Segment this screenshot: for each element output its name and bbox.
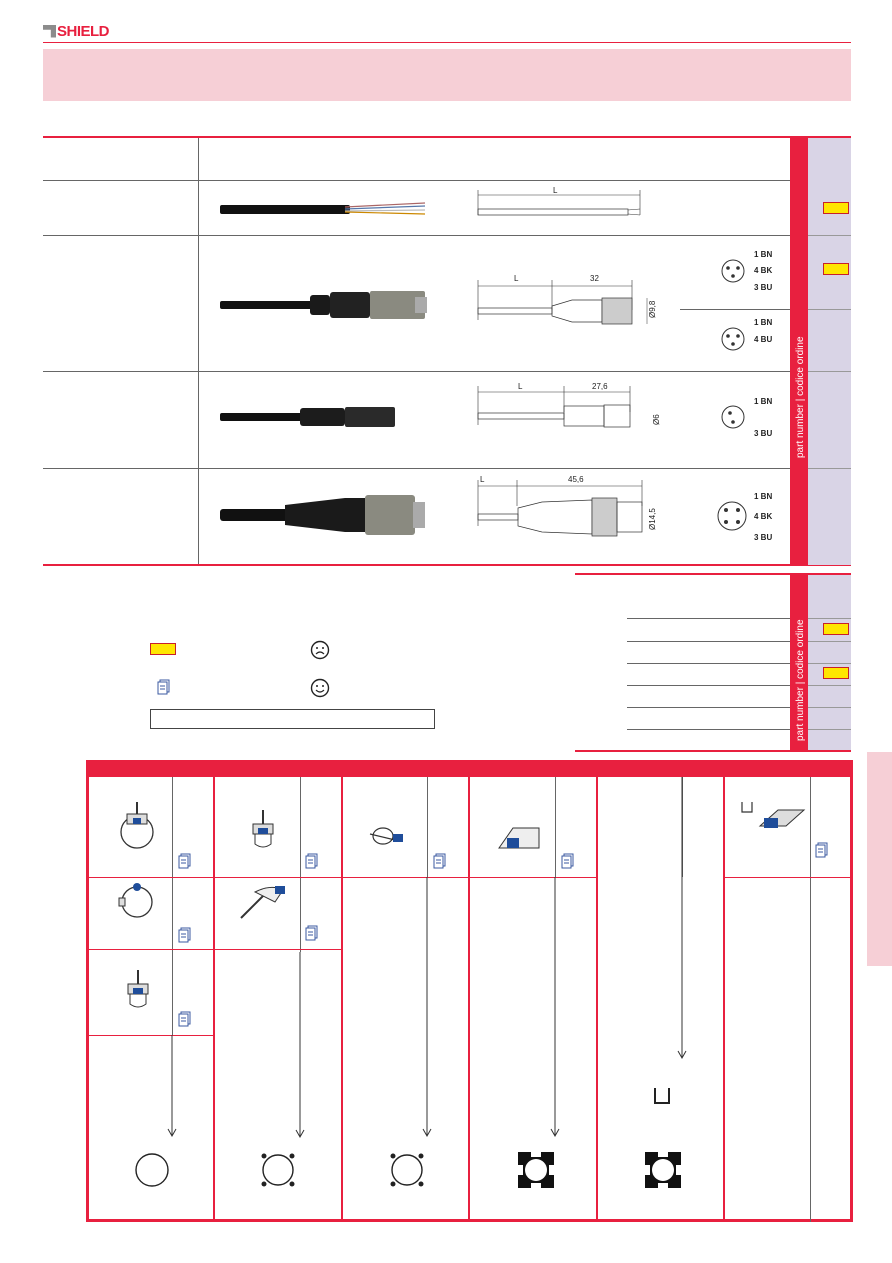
hole-square-flange (518, 1152, 554, 1188)
small-table-top-rule (575, 573, 851, 575)
dim-len-row3: 27,6 (592, 382, 608, 391)
bracket-accessory-3 (498, 827, 540, 849)
table-top-rule (43, 136, 851, 138)
arrow-down-icon (422, 877, 432, 1138)
angle-accessory (240, 886, 285, 919)
document-icon[interactable] (815, 842, 829, 858)
pinout-row4 (717, 501, 747, 531)
dim-len-row4: 45,6 (568, 475, 584, 484)
part-number-bar (790, 138, 808, 565)
arrow-down-icon (167, 1035, 177, 1138)
dim-dia-row2: Ø9,8 (648, 300, 657, 318)
dim-L-row2: L (514, 274, 519, 283)
legend-box (150, 709, 435, 729)
hole-round-two-notch (261, 1153, 295, 1187)
pin-label: 1 BN (754, 318, 773, 327)
accessories-header (86, 760, 853, 777)
pin-label: 3 BU (754, 283, 773, 292)
pinout-row2-b (721, 327, 745, 351)
arrow-down-icon (677, 777, 687, 1060)
pin-label: 1 BN (754, 492, 773, 501)
pin-label: 4 BU (754, 335, 773, 344)
hole-round (135, 1153, 169, 1187)
pin-label: 4 BK (754, 266, 773, 275)
legend-code-marker (150, 643, 176, 655)
sad-face-icon (310, 640, 330, 660)
document-icon[interactable] (178, 853, 192, 869)
logo-text: SHIELD (57, 22, 110, 40)
drawing-row1 (477, 190, 641, 216)
dim-dia-row4: Ø14,5 (648, 508, 657, 530)
drawing-row3 (477, 386, 631, 428)
row-divider-4 (43, 468, 790, 469)
code-marker-2 (823, 263, 849, 275)
drawing-row4 (477, 480, 643, 537)
code-column-2 (808, 575, 851, 750)
code-marker-3 (823, 623, 849, 635)
code-marker-1 (823, 202, 849, 214)
bracket-accessory-2 (369, 827, 403, 845)
dim-L-row4: L (480, 475, 485, 484)
document-icon[interactable] (561, 853, 575, 869)
arrow-down-icon (295, 952, 305, 1139)
rail-profile-icon (654, 1088, 670, 1104)
pin-label: 3 BU (754, 429, 773, 438)
pinout-row3 (721, 405, 745, 429)
pin-label: 4 BK (754, 512, 773, 521)
cable-photo-m8 (220, 291, 427, 319)
arrow-down-icon (550, 877, 560, 1138)
hole-square-flange-2 (645, 1152, 681, 1188)
code-marker-4 (823, 667, 849, 679)
cable-photo-m5 (220, 407, 395, 427)
pin-label: 3 BU (754, 533, 773, 542)
dim-L-row1: L (553, 186, 558, 195)
document-icon[interactable] (178, 927, 192, 943)
shield-logo: SHIELD (43, 22, 110, 40)
logo-mark-icon (43, 24, 56, 38)
dim-L-row3: L (518, 382, 523, 391)
title-band (43, 49, 851, 101)
section-tab (867, 752, 892, 966)
bracket-accessory-4 (127, 970, 149, 1008)
smiley-face-icon (310, 678, 330, 698)
table-col-divider (198, 138, 199, 565)
drawing-row2 (477, 280, 648, 325)
clamp-accessory-1 (120, 802, 154, 849)
rail-accessory (741, 802, 806, 828)
dim-dia-row3: Ø6 (652, 414, 661, 425)
part-number-label-2: part number | codice ordine (795, 619, 806, 741)
document-icon[interactable] (305, 853, 319, 869)
document-icon[interactable] (178, 1011, 192, 1027)
clamp-accessory-2 (118, 883, 153, 918)
part-number-bar-2 (790, 575, 808, 750)
document-icon (157, 679, 170, 695)
hole-round-four-notch (390, 1153, 424, 1187)
pinout-row2-a (721, 259, 745, 283)
cable-photo-open-end (220, 202, 426, 215)
row-divider-3 (43, 371, 790, 372)
part-number-label: part number | codice ordine (795, 336, 806, 458)
document-icon[interactable] (433, 853, 447, 869)
small-table-bottom-rule (575, 750, 851, 752)
document-icon[interactable] (305, 925, 319, 941)
cable-photo-m12 (220, 495, 425, 535)
header-rule (43, 42, 851, 43)
bracket-accessory-1 (252, 810, 274, 848)
pin-label: 1 BN (754, 250, 773, 259)
pin-label: 1 BN (754, 397, 773, 406)
dim-len-row2: 32 (590, 274, 599, 283)
table-bottom-rule (43, 564, 851, 566)
row-divider-1 (43, 180, 790, 181)
row-divider-2 (43, 235, 790, 236)
